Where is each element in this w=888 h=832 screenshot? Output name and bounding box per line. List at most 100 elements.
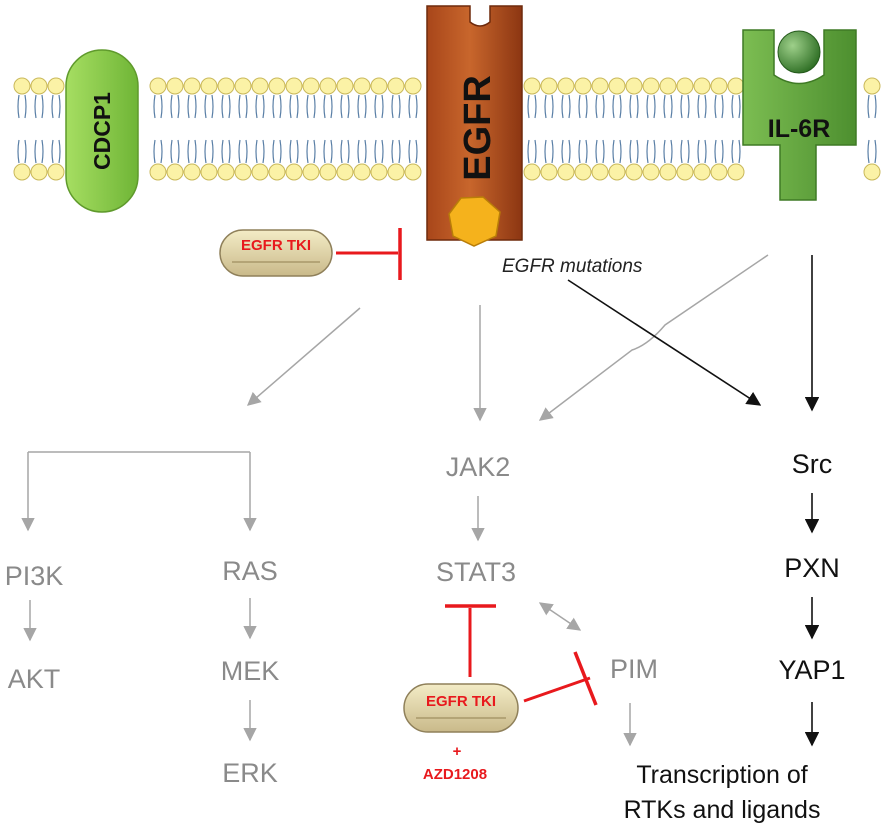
- lipid-tail: [595, 139, 598, 164]
- lipid-tail: [527, 139, 530, 164]
- lipid-head: [319, 163, 337, 181]
- lipid-tail: [279, 139, 282, 164]
- pxn-node: PXN: [784, 553, 840, 583]
- akt-node: AKT: [8, 664, 61, 694]
- lipid-head: [47, 77, 65, 95]
- lipid-head: [251, 163, 269, 181]
- lipid-head: [540, 77, 558, 95]
- lipid-tail: [697, 139, 700, 164]
- plus-sign: +: [453, 743, 462, 760]
- lipid-tail: [187, 94, 190, 119]
- lipid-tail: [568, 139, 571, 164]
- lipid-head: [676, 163, 694, 181]
- lipid-head: [200, 77, 218, 95]
- lipid-head: [217, 163, 235, 181]
- lipid-head: [404, 163, 422, 181]
- lipid-tail: [670, 139, 673, 164]
- lipid-head: [676, 77, 694, 95]
- mek-node: MEK: [221, 656, 280, 686]
- lipid-tail: [211, 139, 214, 164]
- lipid-head: [149, 163, 167, 181]
- lipid-head: [251, 77, 269, 95]
- lipid-tail: [340, 139, 343, 164]
- lipid-head: [540, 163, 558, 181]
- lipid-head: [727, 77, 745, 95]
- lipid-tail: [381, 139, 384, 164]
- lipid-tail: [221, 139, 224, 164]
- lipid-tail: [602, 94, 605, 119]
- yap1-node: YAP1: [778, 655, 845, 685]
- lipid-head: [353, 163, 371, 181]
- lipid-head: [863, 163, 881, 181]
- lipid-head: [370, 163, 388, 181]
- lipid-tail: [330, 139, 333, 164]
- lipid-head: [166, 77, 184, 95]
- lipid-head: [200, 163, 218, 181]
- lipid-head: [183, 77, 201, 95]
- lipid-head: [353, 77, 371, 95]
- lipid-tail: [194, 94, 197, 119]
- lipid-head: [523, 77, 541, 95]
- lipid-tail: [653, 139, 656, 164]
- lipid-head: [693, 77, 711, 95]
- lipid-tail: [415, 139, 418, 164]
- lipid-head: [268, 77, 286, 95]
- lipid-tail: [619, 94, 622, 119]
- lipid-tail: [245, 139, 248, 164]
- lipid-tail: [51, 139, 54, 164]
- lipid-tail: [289, 139, 292, 164]
- lipid-tail: [578, 94, 581, 119]
- lipid-head: [863, 77, 881, 95]
- lipid-tail: [211, 94, 214, 119]
- lipid-tail: [612, 139, 615, 164]
- lipid-head: [710, 77, 728, 95]
- lipid-tail: [578, 139, 581, 164]
- lipid-tail: [561, 94, 564, 119]
- lipid-tail: [177, 94, 180, 119]
- lipid-tail: [245, 94, 248, 119]
- lipid-tail: [347, 139, 350, 164]
- lipid-tail: [262, 94, 265, 119]
- lipid-tail: [738, 94, 741, 119]
- lipid-tail: [221, 94, 224, 119]
- lipid-tail: [381, 94, 384, 119]
- lipid-head: [625, 163, 643, 181]
- lipid-tail: [602, 139, 605, 164]
- egfr-tki-bottom-label: EGFR TKI: [426, 693, 496, 710]
- lipid-tail: [551, 94, 554, 119]
- lipid-head: [268, 163, 286, 181]
- lipid-head: [319, 77, 337, 95]
- lipid-head: [608, 77, 626, 95]
- egfr-tki-pill-top: EGFR TKI: [219, 229, 333, 277]
- lipid-head: [591, 163, 609, 181]
- lipid-tail: [41, 94, 44, 119]
- lipid-tail: [296, 94, 299, 119]
- pim-node: PIM: [610, 654, 658, 684]
- src-node: Src: [792, 449, 833, 479]
- lipid-tail: [867, 94, 870, 119]
- lipid-head: [710, 163, 728, 181]
- lipid-tail: [272, 139, 275, 164]
- lipid-tail: [160, 139, 163, 164]
- lipid-tail: [204, 94, 207, 119]
- transcription-line1: Transcription of: [636, 761, 807, 789]
- lipid-tail: [364, 94, 367, 119]
- lipid-tail: [340, 94, 343, 119]
- egfr-tki-pill-bottom: EGFR TKI: [403, 683, 519, 733]
- lipid-tail: [663, 139, 666, 164]
- lipid-tail: [612, 94, 615, 119]
- lipid-tail: [364, 139, 367, 164]
- lipid-tail: [646, 139, 649, 164]
- cdcp1-receptor: CDCP1: [65, 49, 139, 213]
- lipid-tail: [177, 139, 180, 164]
- lipid-tail: [636, 139, 639, 164]
- egfr-tki-top-label: EGFR TKI: [241, 237, 311, 254]
- lipid-head: [574, 163, 592, 181]
- lipid-head: [404, 77, 422, 95]
- lipid-tail: [731, 139, 734, 164]
- egfr-receptor: EGFR: [426, 5, 523, 247]
- lipid-head: [302, 77, 320, 95]
- lipid-head: [217, 77, 235, 95]
- lipid-tail: [153, 139, 156, 164]
- lipid-head: [625, 77, 643, 95]
